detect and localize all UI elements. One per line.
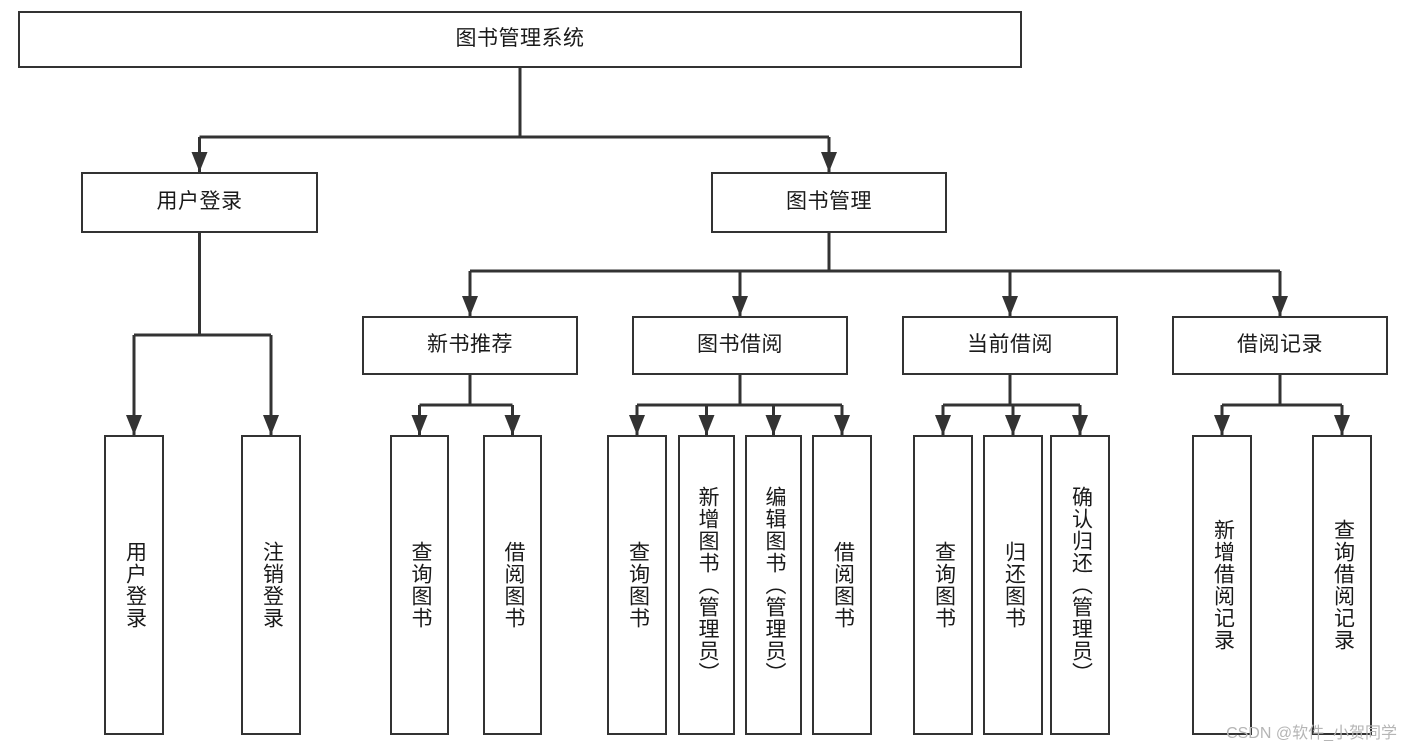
leaf-add-borrowing-record[interactable]: 新增借阅记录 [1192, 435, 1252, 735]
leaf-query-book-borrowing[interactable]: 查询图书 [607, 435, 667, 735]
leaf-user-login[interactable]: 用户登录 [104, 435, 164, 735]
node-label: 图书管理 [786, 190, 872, 214]
node-label: 查询图书 [626, 541, 650, 629]
node-new-book-recommendation[interactable]: 新书推荐 [362, 316, 578, 375]
node-book-management[interactable]: 图书管理 [711, 172, 947, 233]
node-label: 查询借阅记录 [1331, 519, 1355, 651]
node-label: 借阅记录 [1237, 333, 1323, 357]
leaf-logout[interactable]: 注销登录 [241, 435, 301, 735]
leaf-query-book-current[interactable]: 查询图书 [913, 435, 973, 735]
node-root[interactable]: 图书管理系统 [18, 11, 1022, 68]
leaf-confirm-return-admin[interactable]: 确认归还（管理员） [1050, 435, 1110, 735]
node-book-borrowing[interactable]: 图书借阅 [632, 316, 848, 375]
leaf-edit-book-admin[interactable]: 编辑图书（管理员） [745, 435, 802, 735]
node-label: 新书推荐 [427, 333, 513, 357]
watermark: CSDN @软件_小贺同学 [1226, 725, 1397, 742]
node-user-login[interactable]: 用户登录 [81, 172, 318, 233]
node-current-borrowing[interactable]: 当前借阅 [902, 316, 1118, 375]
node-label: 图书借阅 [697, 333, 783, 357]
node-label: 确认归还（管理员） [1069, 486, 1093, 684]
leaf-borrow-book-recommendation[interactable]: 借阅图书 [483, 435, 542, 735]
node-label: 归还图书 [1002, 541, 1026, 629]
node-label: 注销登录 [260, 541, 284, 629]
node-label: 查询图书 [932, 541, 956, 629]
leaf-borrow-book-borrowing[interactable]: 借阅图书 [812, 435, 872, 735]
node-label: 用户登录 [156, 190, 243, 214]
node-label: 用户登录 [123, 541, 147, 629]
node-label: 借阅图书 [501, 541, 525, 629]
node-label: 新增图书（管理员） [695, 486, 719, 684]
node-label: 当前借阅 [967, 333, 1053, 357]
node-label: 查询图书 [408, 541, 432, 629]
node-borrowing-record[interactable]: 借阅记录 [1172, 316, 1388, 375]
leaf-query-borrowing-record[interactable]: 查询借阅记录 [1312, 435, 1372, 735]
leaf-query-book-recommendation[interactable]: 查询图书 [390, 435, 449, 735]
node-label: 新增借阅记录 [1211, 519, 1235, 651]
node-label: 图书管理系统 [455, 27, 585, 51]
node-label: 编辑图书（管理员） [762, 486, 786, 684]
node-label: 借阅图书 [831, 541, 855, 629]
leaf-add-book-admin[interactable]: 新增图书（管理员） [678, 435, 735, 735]
leaf-return-book[interactable]: 归还图书 [983, 435, 1043, 735]
